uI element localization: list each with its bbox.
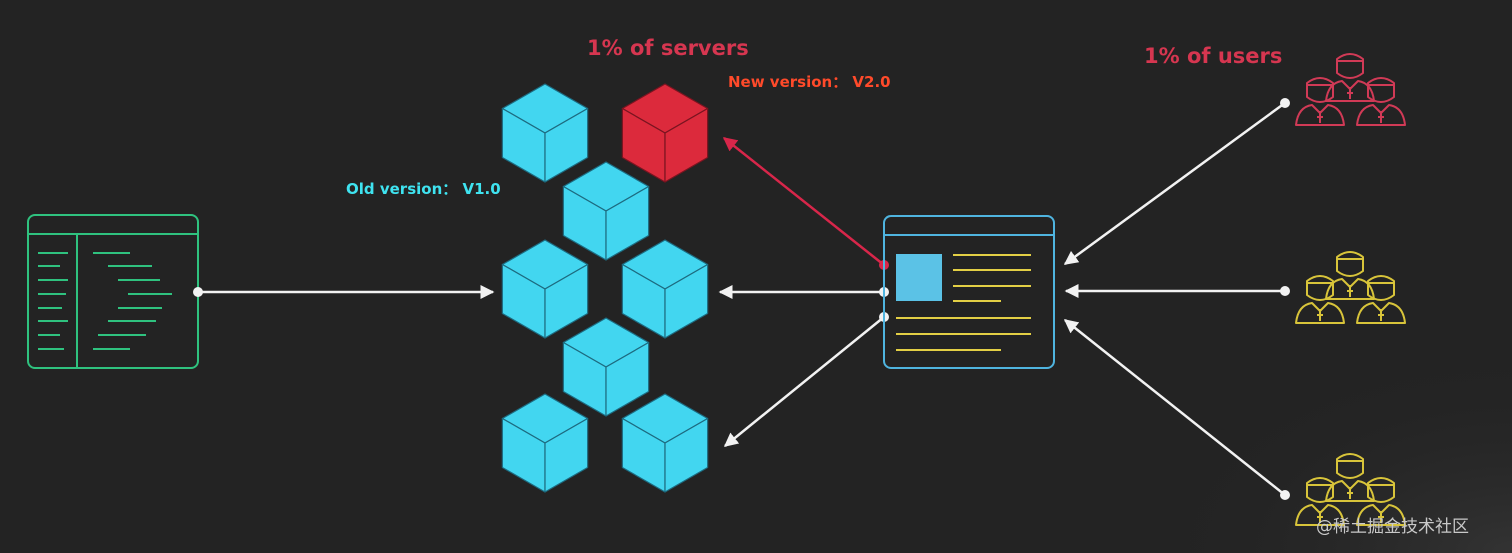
old-version-label: Old version： V1.0: [346, 180, 501, 198]
stable-user-group-icon: [1295, 453, 1406, 526]
router-to-lower-servers-arrow: [723, 312, 889, 447]
cube-icon: [501, 83, 589, 183]
watermark: @稀土掘金技术社区: [1316, 517, 1469, 537]
background-glow: [1100, 320, 1512, 553]
canary-users-arrow: [1063, 98, 1290, 266]
servers-share-label: 1% of servers: [587, 36, 749, 60]
users-share-label: 1% of users: [1144, 44, 1283, 68]
new-version-cube-icon: [621, 83, 709, 183]
cube-icon: [501, 393, 589, 493]
user-groups: [1295, 53, 1406, 526]
code-to-servers-arrow: [193, 285, 495, 299]
cube-icon: [562, 317, 650, 417]
cube-icon: [621, 239, 709, 339]
cube-icon: [562, 161, 650, 261]
cube-icon: [501, 239, 589, 339]
server-cube-cluster: [501, 83, 709, 493]
stable-users-arrow: [1064, 284, 1290, 298]
canary-user-group-icon: [1295, 53, 1406, 126]
bottom-users-arrow: [1063, 319, 1290, 500]
stable-user-group-icon: [1295, 251, 1406, 324]
router-to-old-servers-arrow: [718, 285, 889, 299]
router-to-new-server-arrow: [722, 137, 889, 270]
new-version-label: New version： V2.0: [728, 73, 891, 91]
load-balancer-icon: [883, 215, 1055, 369]
code-editor-icon: [27, 214, 199, 369]
cube-icon: [621, 393, 709, 493]
